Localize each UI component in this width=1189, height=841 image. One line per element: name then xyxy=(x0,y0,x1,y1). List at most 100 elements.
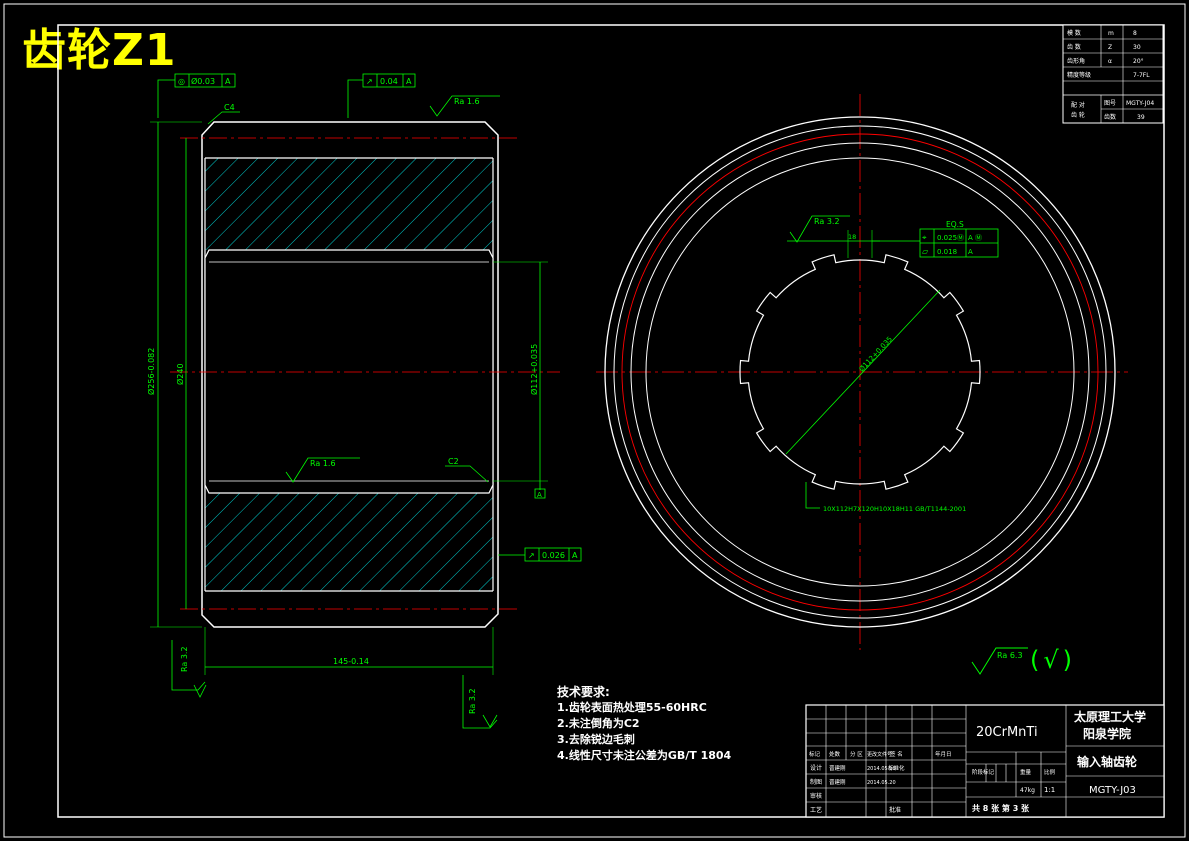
svg-text:A: A xyxy=(225,77,231,86)
svg-text:制图: 制图 xyxy=(810,778,822,786)
addendum-circle xyxy=(604,116,1116,628)
svg-text:2014.05.18: 2014.05.18 xyxy=(867,766,896,772)
svg-text:标准化: 标准化 xyxy=(888,764,905,772)
sheet-count: 共 8 张 第 3 张 xyxy=(972,803,1030,813)
inner-frame xyxy=(57,24,1165,818)
svg-text:A: A xyxy=(968,248,973,256)
svg-text:0.025Ⓜ: 0.025Ⓜ xyxy=(937,234,964,242)
ra-symbol-bottom: Ra 3.2 xyxy=(462,675,498,729)
svg-text:47kg: 47kg xyxy=(1020,787,1035,794)
mate-label-2: 齿 轮 xyxy=(1071,111,1085,119)
tech-item-2: 2.未注倒角为C2 xyxy=(557,717,640,730)
school-line-1: 太原理工大学 xyxy=(1074,709,1146,724)
dim-slot: 18 xyxy=(848,233,856,241)
school-line-2: 阳泉学院 xyxy=(1083,726,1131,741)
svg-text:齿数: 齿数 xyxy=(1104,113,1116,121)
svg-text:MGTY-J04: MGTY-J04 xyxy=(1126,100,1154,107)
gear-param-cell: 20° xyxy=(1133,58,1144,65)
ra-symbol-inner: Ra 1.6 xyxy=(285,457,360,483)
dim-outer: Ø256-0.082 xyxy=(146,348,156,395)
svg-text:A: A xyxy=(406,77,412,86)
svg-text:2014.05.20: 2014.05.20 xyxy=(867,780,896,786)
front-section-view: A Ø256-0.082 Ø240 Ø112+0.035 145-0.14 ◎ … xyxy=(146,73,582,729)
svg-text:阶段标记: 阶段标记 xyxy=(972,768,995,776)
svg-text:分 区: 分 区 xyxy=(850,750,863,758)
tol-concentric-icon: ◎ xyxy=(178,77,185,86)
title-block: 标记 处数 分 区 更改文件号 签 名 年月日 设计 晋建刚 2014.05.1… xyxy=(805,704,1165,818)
drawing-title: 齿轮Z1 xyxy=(22,25,177,76)
svg-text:设计: 设计 xyxy=(810,764,822,772)
svg-text:Ø0.03: Ø0.03 xyxy=(191,76,215,86)
technical-requirements: 技术要求: 1.齿轮表面热处理55-60HRC 2.未注倒角为C2 3.去除锐边… xyxy=(557,684,731,764)
svg-text:Ra 1.6: Ra 1.6 xyxy=(310,459,336,468)
gear-outline xyxy=(201,121,499,628)
svg-text:晋建刚: 晋建刚 xyxy=(829,764,846,772)
drawing-no: MGTY-J03 xyxy=(1089,785,1136,796)
svg-text:Ra 6.3: Ra 6.3 xyxy=(997,651,1023,660)
side-view: Ø112+0.035 10X112H7X120H10X18H11 GB/T114… xyxy=(596,94,1128,650)
ra-symbol-left: Ra 3.2 xyxy=(171,640,207,698)
position-tol-icon: ⌖ xyxy=(922,233,927,242)
svg-text:比例: 比例 xyxy=(1044,768,1056,776)
svg-text:标记: 标记 xyxy=(809,750,821,758)
svg-text:工艺: 工艺 xyxy=(810,806,822,814)
svg-text:39: 39 xyxy=(1137,114,1145,121)
dim-root: Ø240 xyxy=(175,363,185,385)
spline-bore xyxy=(739,254,981,490)
outer-frame xyxy=(3,3,1186,838)
svg-text:Ra 3.2: Ra 3.2 xyxy=(468,688,477,714)
gear-param-cell: α xyxy=(1108,58,1112,65)
tol-runout-icon: ↗ xyxy=(366,77,373,86)
gear-param-cell: 齿 数 xyxy=(1067,43,1081,51)
svg-text:签 名: 签 名 xyxy=(890,750,903,758)
bore xyxy=(204,249,494,494)
material: 20CrMnTi xyxy=(976,725,1038,740)
symmetry-tol-icon: ⏥ xyxy=(922,247,929,256)
svg-text:0.026: 0.026 xyxy=(542,551,565,560)
mate-label-1: 配 对 xyxy=(1071,101,1085,109)
ra-symbol-top: Ra 1.6 xyxy=(429,95,500,117)
gear-param-cell: 齿形角 xyxy=(1067,57,1085,65)
chamfer-top: C4 xyxy=(224,103,235,112)
svg-text:Ra 3.2: Ra 3.2 xyxy=(814,217,840,226)
gear-param-cell: 精度等级 xyxy=(1067,71,1091,79)
gear-param-cell: 30 xyxy=(1133,44,1141,51)
spline-note: 10X112H7X120H10X18H11 GB/T1144-2001 xyxy=(823,505,966,513)
hatch-bottom xyxy=(205,493,493,591)
svg-text:A Ⓜ: A Ⓜ xyxy=(968,234,982,242)
surface-mark: (√) xyxy=(1030,646,1077,674)
svg-text:年月日: 年月日 xyxy=(935,750,952,758)
svg-text:批准: 批准 xyxy=(889,806,901,814)
eq-label: EQ.S xyxy=(946,220,964,229)
chamfer-bottom: C2 xyxy=(448,457,459,466)
tol-runout-right-icon: ↗ xyxy=(528,551,535,560)
pitch-circle xyxy=(621,133,1099,611)
svg-text:更改文件号: 更改文件号 xyxy=(867,751,892,758)
svg-text:A: A xyxy=(572,551,578,560)
svg-text:Ra 1.6: Ra 1.6 xyxy=(454,97,480,106)
svg-text:0.018: 0.018 xyxy=(937,248,957,256)
gear-param-cell: Z xyxy=(1108,44,1112,51)
svg-text:1:1: 1:1 xyxy=(1044,786,1055,794)
gear-param-cell: m xyxy=(1108,30,1114,37)
svg-text:0.04: 0.04 xyxy=(380,77,398,86)
tech-item-3: 3.去除锐边毛刺 xyxy=(557,733,635,746)
gear-param-cell: 模 数 xyxy=(1067,29,1081,37)
overall-roughness-symbol: Ra 6.3 xyxy=(971,647,1028,675)
ra-symbol-side: Ra 3.2 xyxy=(789,215,850,243)
svg-text:审核: 审核 xyxy=(810,792,822,800)
gear-param-cell: 8 xyxy=(1133,30,1137,37)
dim-spline-dia: Ø112+0.035 xyxy=(858,335,894,373)
svg-text:晋建刚: 晋建刚 xyxy=(829,778,846,786)
part-name: 输入轴齿轮 xyxy=(1077,754,1138,769)
tech-item-4: 4.线性尺寸未注公差为GB/T 1804 xyxy=(557,749,732,762)
svg-text:处数: 处数 xyxy=(829,750,841,758)
datum-a-label: A xyxy=(537,491,542,499)
svg-text:图号: 图号 xyxy=(1104,100,1116,107)
tech-item-1: 1.齿轮表面热处理55-60HRC xyxy=(557,701,707,714)
svg-text:Ra 3.2: Ra 3.2 xyxy=(180,646,189,672)
svg-text:重量: 重量 xyxy=(1020,768,1032,776)
dim-bore: Ø112+0.035 xyxy=(529,344,539,395)
